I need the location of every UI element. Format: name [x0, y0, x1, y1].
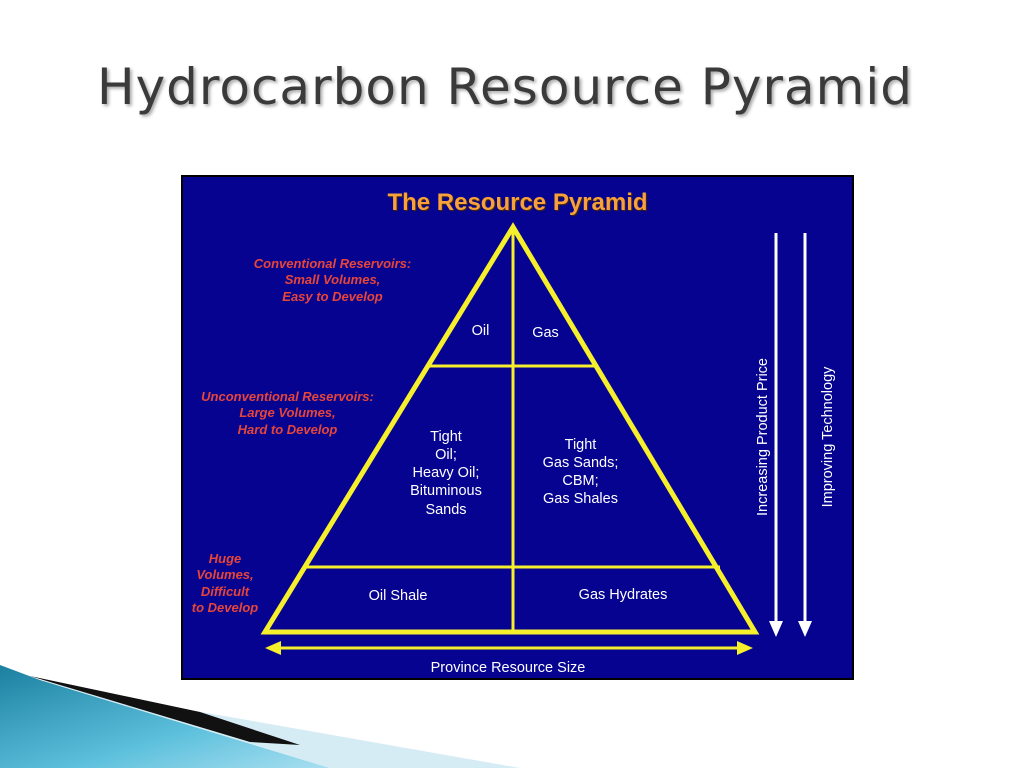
label-huge-volumes: Huge Volumes, Difficult to Develop: [191, 551, 259, 615]
technology-arrowhead: [798, 621, 812, 637]
cell-tight-oil-heavy-oil-bituminous: Tight Oil; Heavy Oil; Bituminous Sands: [410, 429, 482, 518]
label-increasing-product-price: Increasing Product Price: [755, 358, 771, 516]
figure-title: The Resource Pyramid: [387, 189, 648, 216]
cell-gas: Gas: [532, 325, 559, 341]
label-improving-technology: Improving Technology: [820, 366, 836, 508]
price-arrowhead: [769, 621, 783, 637]
label-conventional-reservoirs: Conventional Reservoirs: Small Volumes, …: [253, 256, 412, 304]
pyramid-outline: [260, 222, 760, 635]
resource-size-arrowhead-right: [737, 641, 753, 655]
cell-gas-hydrates: Gas Hydrates: [578, 587, 668, 603]
pyramid-graphic: [260, 222, 812, 655]
cell-oil-shale: Oil Shale: [368, 588, 428, 604]
label-province-resource-size: Province Resource Size: [430, 660, 586, 676]
slide-title: Hydrocarbon Resource Pyramid: [96, 58, 914, 116]
decorative-corner-swoosh: [0, 665, 520, 768]
cell-tight-gas-cbm-shales: Tight Gas Sands; CBM; Gas Shales: [542, 437, 619, 508]
cell-oil: Oil: [471, 323, 490, 339]
resource-pyramid-figure: The Resource Pyramid Conventional Reserv…: [181, 175, 854, 680]
resource-size-arrowhead-left: [265, 641, 281, 655]
label-unconventional-reservoirs: Unconventional Reservoirs: Large Volumes…: [201, 389, 374, 437]
